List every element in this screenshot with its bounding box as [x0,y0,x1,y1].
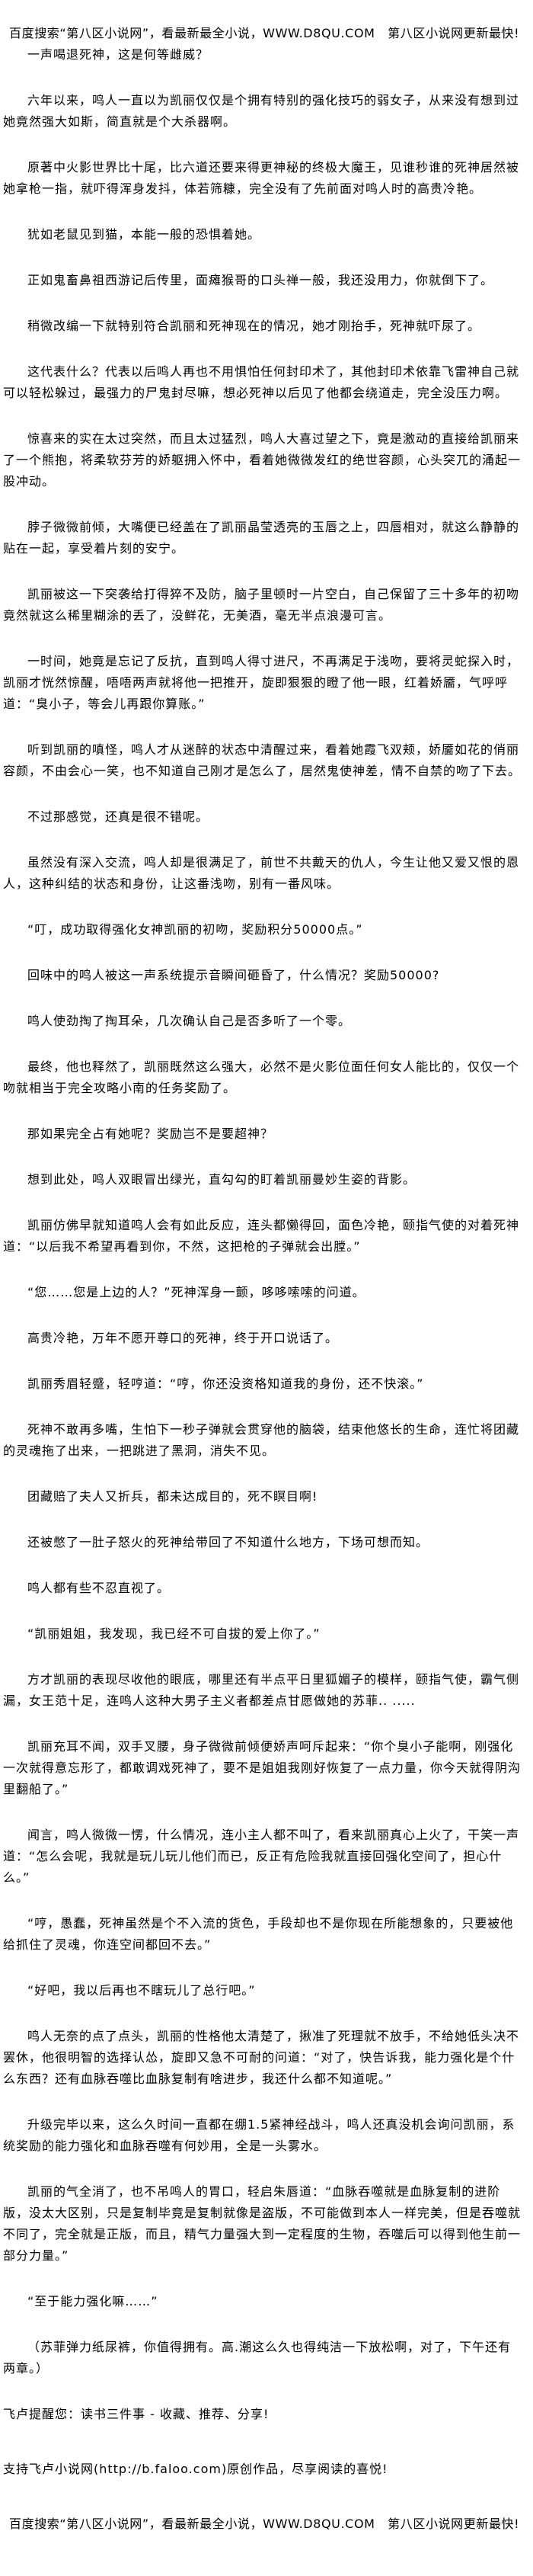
story-paragraph: 还被憋了一肚子怒火的死神给带回了不知道什么地方，下场可想而知。 [27,1535,429,1549]
story-paragraph: 一声喝退死神，这是何等雌威？ [27,47,209,62]
story-paragraph: “好吧，我以后再也不瞎玩儿了总行吧。” [27,1983,256,1998]
support-faloo-note: 支持飞卢小说网(http://b.faloo.com)原创作品，尽享阅读的喜悦! [3,2462,388,2476]
story-paragraph: “至于能力强化嘛……” [27,2294,158,2308]
story-paragraph: 闻言，鸣人微微一愣，什么情况，连小主人都不叫了，看来凯丽真心上火了，干笑一声道：… [3,1828,520,1885]
story-paragraph: 不过那感觉，还真是很不错呢。 [27,809,209,824]
story-paragraph: 高贵冷艳，万年不愿开尊口的死神，终于开口说话了。 [27,1331,339,1345]
story-paragraph: 鸣人无奈的点了点头，凯丽的性格他太清楚了，揪准了死理就不放手，不给她低头决不罢休… [3,2029,520,2086]
story-paragraph: （苏菲弹力纸尿裤，你值得拥有。高.潮这么久也得纯洁一下放松啊，对了，下午还有两章… [3,2340,512,2376]
story-paragraph: 凯丽被这一下突袭给打得猝不及防，脑子里顿时一片空白，自己保留了三十多年的初吻竟然… [3,587,520,623]
story-paragraph: 凯丽秀眉轻蹙，轻哼道：“哼，你还没资格知道我的身份，还不快滚。” [27,1376,424,1391]
story-paragraph: 稍微改编一下就特别符合凯丽和死神现在的情况，她才刚抬手，死神就吓尿了。 [27,319,481,333]
reading-reminder: 飞卢提醒您：读书三件事 - 收藏、推荐、分享! [3,2407,270,2421]
story-paragraph: 凯丽充耳不闻，双手叉腰，身子微微前倾便娇声呵斥起来：“你个臭小子能啊，刚强化一次… [3,1739,522,1796]
story-paragraph: 方才凯丽的表现尽收他的眼底，哪里还有半点平日里狐媚子的模样，颐指气使，霸气侧漏，… [3,1672,520,1708]
site-banner-top: 百度搜索“第八区小说网”，看最新最全小说，WWW.D8QU.COM 第八区小说网… [9,26,520,40]
story-paragraph: 升级完毕以来，这么久时间一直都在绷1.5紧神经战斗，鸣人还真没机会询问凯丽，系统… [3,2117,515,2153]
story-paragraph: 鸣人都有些不忍直视了。 [27,1581,171,1595]
story-paragraph: 那如果完全占有她呢？奖励岂不是要超神？ [27,1126,274,1141]
story-paragraph: “您……您是上边的人？”死神浑身一颤，哆哆嗦嗦的问道。 [27,1285,365,1299]
story-paragraph: 原著中火影世界比十尾，比六道还要来得更神秘的终极大魔王，见谁秒谁的死神居然被她拿… [3,160,520,196]
story-paragraph: 正如鬼畜鼻祖西游记后传里，面瘫猴哥的口头禅一般，我还没用力，你就倒下了。 [27,273,494,287]
story-paragraph: 凯丽的气全消了，也不吊鸣人的胃口，轻启朱唇道：“血脉吞噬就是血脉复制的进阶版，没… [3,2184,522,2263]
story-paragraph: 死神不敢再多嘴，生怕下一秒子弹就会贯穿他的脑袋，结束他悠长的生命，连忙将团藏的灵… [3,1422,520,1458]
story-paragraph: “哼，愚蠢，死神虽然是个不入流的货色，手段却也不是你现在所能想象的，只要被他给抓… [3,1916,514,1952]
story-paragraph: 鸣人使劲掏了掏耳朵，几次确认自己是否多听了一个零。 [27,1014,352,1028]
story-paragraph: 这代表什么？代表以后鸣人再也不用惧怕任何封印术了，其他封印术依靠飞雷神自己就可以… [3,364,520,400]
story-paragraph: 想到此处，鸣人双眼冒出绿光，直勾勾的盯着凯丽曼妙生姿的背影。 [27,1172,417,1187]
story-paragraph: 听到凯丽的嗔怪，鸣人才从迷醉的状态中清醒过来，看着她霞飞双颊，娇靥如花的俏丽容颜… [3,742,522,778]
story-paragraph: 惊喜来的实在太过突然，而且太过猛烈，鸣人大喜过望之下，竟是激动的直接给凯丽来了一… [3,431,522,489]
story-paragraph: 团藏赔了夫人又折兵，都未达成目的，死不瞑目啊! [27,1489,318,1504]
story-paragraph: “叮，成功取得强化女神凯丽的初吻，奖励积分50000点。” [27,922,363,937]
story-paragraph: “凯丽姐姐，我发现，我已经不可自拔的爱上你了。” [27,1626,321,1641]
story-paragraph: 一时间，她竟是忘记了反抗，直到鸣人得寸进尺，不再满足于浅吻，要将灵蛇探入时，凯丽… [3,654,520,711]
chapter-body: 一声喝退死神，这是何等雌威？ 六年以来，鸣人一直以为凯丽仅仅是个拥有特别的强化技巧… [3,44,524,2379]
story-paragraph: 犹如老鼠见到猫，本能一般的恐惧着她。 [27,227,261,242]
story-paragraph: 最终，他也释然了，凯丽既然这么强大，必然不是火影位面任何女人能比的，仅仅一个吻就… [3,1059,520,1095]
story-paragraph: 虽然没有深入交流，鸣人却是很满足了，前世不共戴天的仇人，今生让他又爱又恨的恩人，… [3,855,520,891]
story-paragraph: 脖子微微前倾，大嘴便已经盖在了凯丽晶莹透亮的玉唇之上，四唇相对，就这么静静的贴在… [3,520,520,556]
story-paragraph: 凯丽仿佛早就知道鸣人会有如此反应，连头都懒得回，面色冷艳，颐指气使的对着死神道：… [3,1218,520,1254]
story-paragraph: 六年以来，鸣人一直以为凯丽仅仅是个拥有特别的强化技巧的弱女子，从来没有想到过她竟… [3,93,520,129]
story-paragraph: 回味中的鸣人被这一声系统提示音瞬间砸昏了，什么情况？奖励50000? [27,968,440,982]
site-banner-bottom: 百度搜索“第八区小说网”，看最新最全小说，WWW.D8QU.COM 第八区小说网… [9,2517,520,2531]
